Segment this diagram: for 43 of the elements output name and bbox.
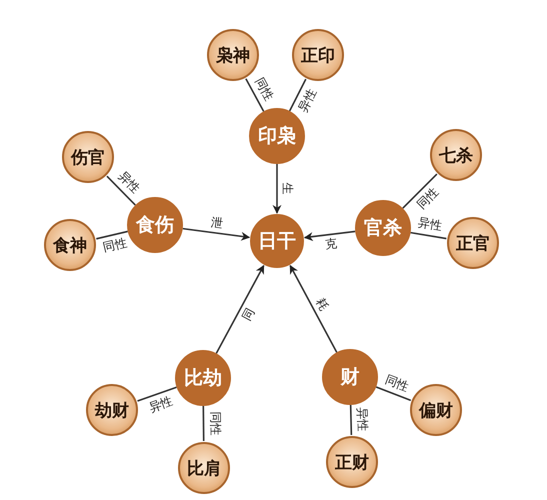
circle-node: 七杀 xyxy=(430,129,482,181)
edge-label: 同性 xyxy=(383,371,412,396)
circle-node: 比劫 xyxy=(175,350,231,406)
circle-node: 食伤 xyxy=(127,197,183,253)
circle-node: 偏财 xyxy=(410,384,462,436)
arrow xyxy=(182,228,250,241)
circle-node: 财 xyxy=(322,349,378,405)
edge-label: 同性 xyxy=(206,411,224,436)
connector-line xyxy=(376,386,412,402)
connector-line xyxy=(106,176,136,206)
connector-line xyxy=(245,78,264,112)
arrow xyxy=(216,264,264,354)
connector-line xyxy=(402,174,438,209)
connector-line xyxy=(202,406,204,441)
edge-label: 异性 xyxy=(114,168,144,198)
circle-node: 比肩 xyxy=(178,442,230,494)
arrow xyxy=(290,264,338,353)
arrow xyxy=(304,230,356,242)
edge-label: 异性 xyxy=(354,408,371,432)
circle-node: 劫财 xyxy=(86,384,138,436)
edge-label: 异性 xyxy=(417,214,444,236)
edge-label: 同性 xyxy=(100,234,128,257)
circle-node: 正印 xyxy=(292,29,344,81)
connector-line xyxy=(137,386,177,402)
circle-node: 伤官 xyxy=(62,131,114,183)
connector-line xyxy=(288,78,307,112)
connector-line xyxy=(96,230,128,240)
arrow xyxy=(272,164,282,214)
circle-node: 食神 xyxy=(44,219,96,271)
circle-node: 正财 xyxy=(326,436,378,488)
edge-label: 生 xyxy=(280,182,296,194)
connector-line xyxy=(410,232,446,240)
circle-node: 枭神 xyxy=(207,29,259,81)
edge-label: 泄 xyxy=(210,214,224,232)
edge-label: 同 xyxy=(238,304,258,324)
edge-label: 同性 xyxy=(413,184,442,214)
edge-label: 耗 xyxy=(312,294,333,314)
circle-node: 官杀 xyxy=(355,200,411,256)
connector-line xyxy=(350,404,352,436)
edge-label: 异性 xyxy=(146,392,175,417)
edge-label: 克 xyxy=(324,235,338,254)
circle-node: 正官 xyxy=(447,217,499,269)
circle-node: 日干 xyxy=(250,214,304,268)
